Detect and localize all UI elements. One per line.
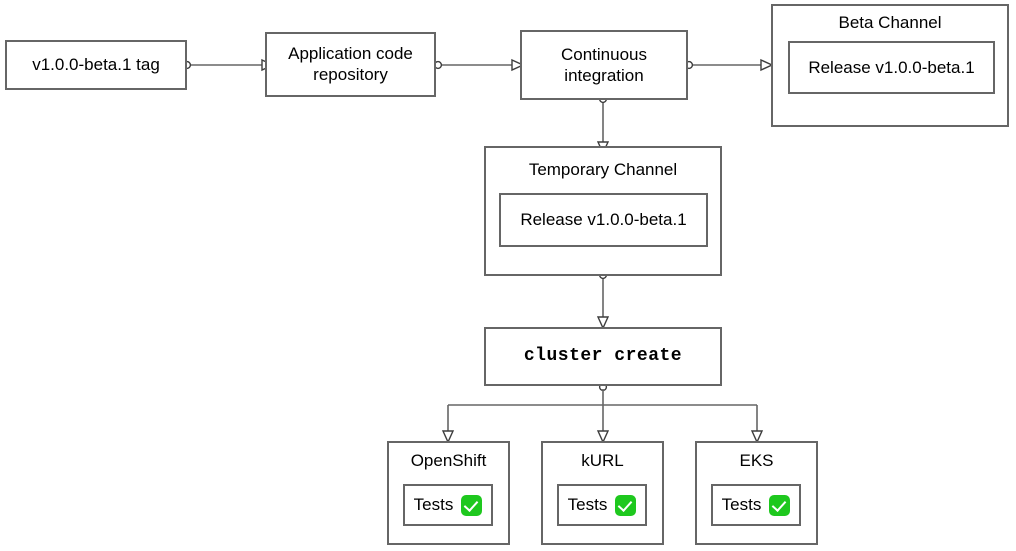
node-beta-channel-release-box[interactable] [788,41,995,94]
node-ci-box[interactable] [520,30,688,100]
green-check-icon [615,494,637,516]
node-openshift-tests-row: Tests [404,485,492,525]
edge-tag-to-repo [182,58,275,72]
node-cluster-create-box[interactable] [484,327,722,386]
node-repo-box[interactable] [265,32,436,97]
green-check-icon [461,494,483,516]
node-kurl-tests-row: Tests [558,485,646,525]
edge-ci-to-temp-channel [596,94,610,155]
green-check-icon [769,494,791,516]
node-kurl-tests-label: Tests [567,495,608,514]
node-eks-tests-label: Tests [721,495,762,514]
node-eks-tests-row: Tests [712,485,800,525]
edge-cluster-create-branch [441,382,764,444]
node-tag-box[interactable] [5,40,187,90]
node-temp-channel-release-box[interactable] [499,193,708,247]
edge-ci-to-beta-channel [684,58,774,72]
edge-repo-to-ci [433,58,525,72]
node-openshift-tests-label: Tests [413,495,454,514]
edge-temp-channel-to-cluster-create [596,270,610,330]
